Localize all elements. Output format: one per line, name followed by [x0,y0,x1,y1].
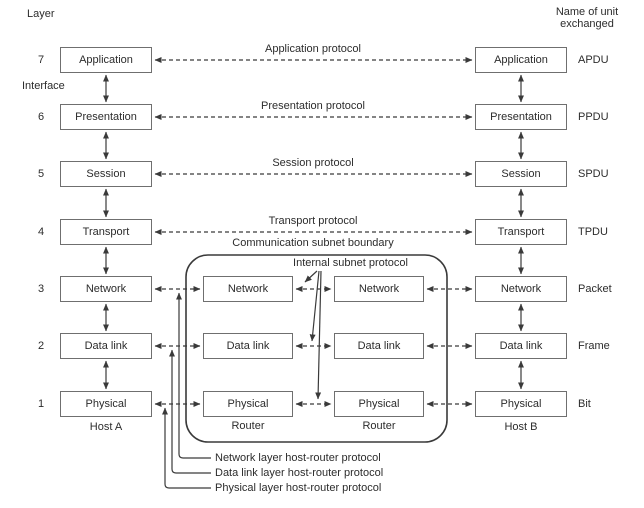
router-1-label: Router [231,420,265,432]
host-b-box-physical: Physical [475,391,567,417]
peer-protocol-arrows [154,57,473,235]
layer-number-6: 6 [37,111,45,123]
router-2-box-network: Network [334,276,424,302]
transport-protocol-label: Transport protocol [268,215,358,227]
layer-number-4: 4 [37,226,45,238]
unit-ppdu: PPDU [578,111,609,123]
unit-packet: Packet [578,283,612,295]
unit-apdu: APDU [578,54,609,66]
unit-column-title-line2: exchanged [560,18,614,30]
host-a-box-network: Network [60,276,152,302]
host-a-box-transport: Transport [60,219,152,245]
host-router-protocol-leaders [162,292,211,489]
data-link-layer-host-router-protocol-label: Data link layer host-router protocol [215,467,384,479]
router-2-box-data-link: Data link [334,333,424,359]
host-a-box-physical: Physical [60,391,152,417]
communication-subnet-boundary-label: Communication subnet boundary [232,237,394,249]
host-a-box-presentation: Presentation [60,104,152,130]
host-b-label: Host B [504,421,538,433]
unit-tpdu: TPDU [578,226,608,238]
layer-number-3: 3 [37,283,45,295]
host-b-box-presentation: Presentation [475,104,567,130]
hop-protocol-arrows [154,286,473,407]
router-1-box-network: Network [203,276,293,302]
layer-number-2: 2 [37,340,45,352]
unit-bit: Bit [578,398,591,410]
router-2-label: Router [362,420,396,432]
layer-column-title: Layer [27,8,55,20]
layer-number-5: 5 [37,168,45,180]
physical-layer-host-router-protocol-label: Physical layer host-router protocol [215,482,382,494]
session-protocol-label: Session protocol [272,157,354,169]
interface-label: Interface [22,80,65,92]
host-a-box-application: Application [60,47,152,73]
host-a-box-session: Session [60,161,152,187]
layer-number-7: 7 [37,54,45,66]
unit-column-title: Name of unit exchanged [544,6,630,30]
host-b-box-application: Application [475,47,567,73]
application-protocol-label: Application protocol [264,43,361,55]
router-2-box-physical: Physical [334,391,424,417]
network-layer-host-router-protocol-label: Network layer host-router protocol [215,452,381,464]
unit-column-title-line1: Name of unit [555,6,619,18]
host-a-box-data-link: Data link [60,333,152,359]
unit-frame: Frame [578,340,610,352]
host-b-box-session: Session [475,161,567,187]
internal-subnet-protocol-pointers [304,270,322,400]
layer-number-1: 1 [37,398,45,410]
presentation-protocol-label: Presentation protocol [261,100,365,112]
internal-subnet-protocol-label: Internal subnet protocol [293,257,408,269]
unit-spdu: SPDU [578,168,609,180]
host-b-box-network: Network [475,276,567,302]
host-a-label: Host A [89,421,123,433]
host-b-box-transport: Transport [475,219,567,245]
router-1-box-data-link: Data link [203,333,293,359]
host-b-box-data-link: Data link [475,333,567,359]
router-1-box-physical: Physical [203,391,293,417]
